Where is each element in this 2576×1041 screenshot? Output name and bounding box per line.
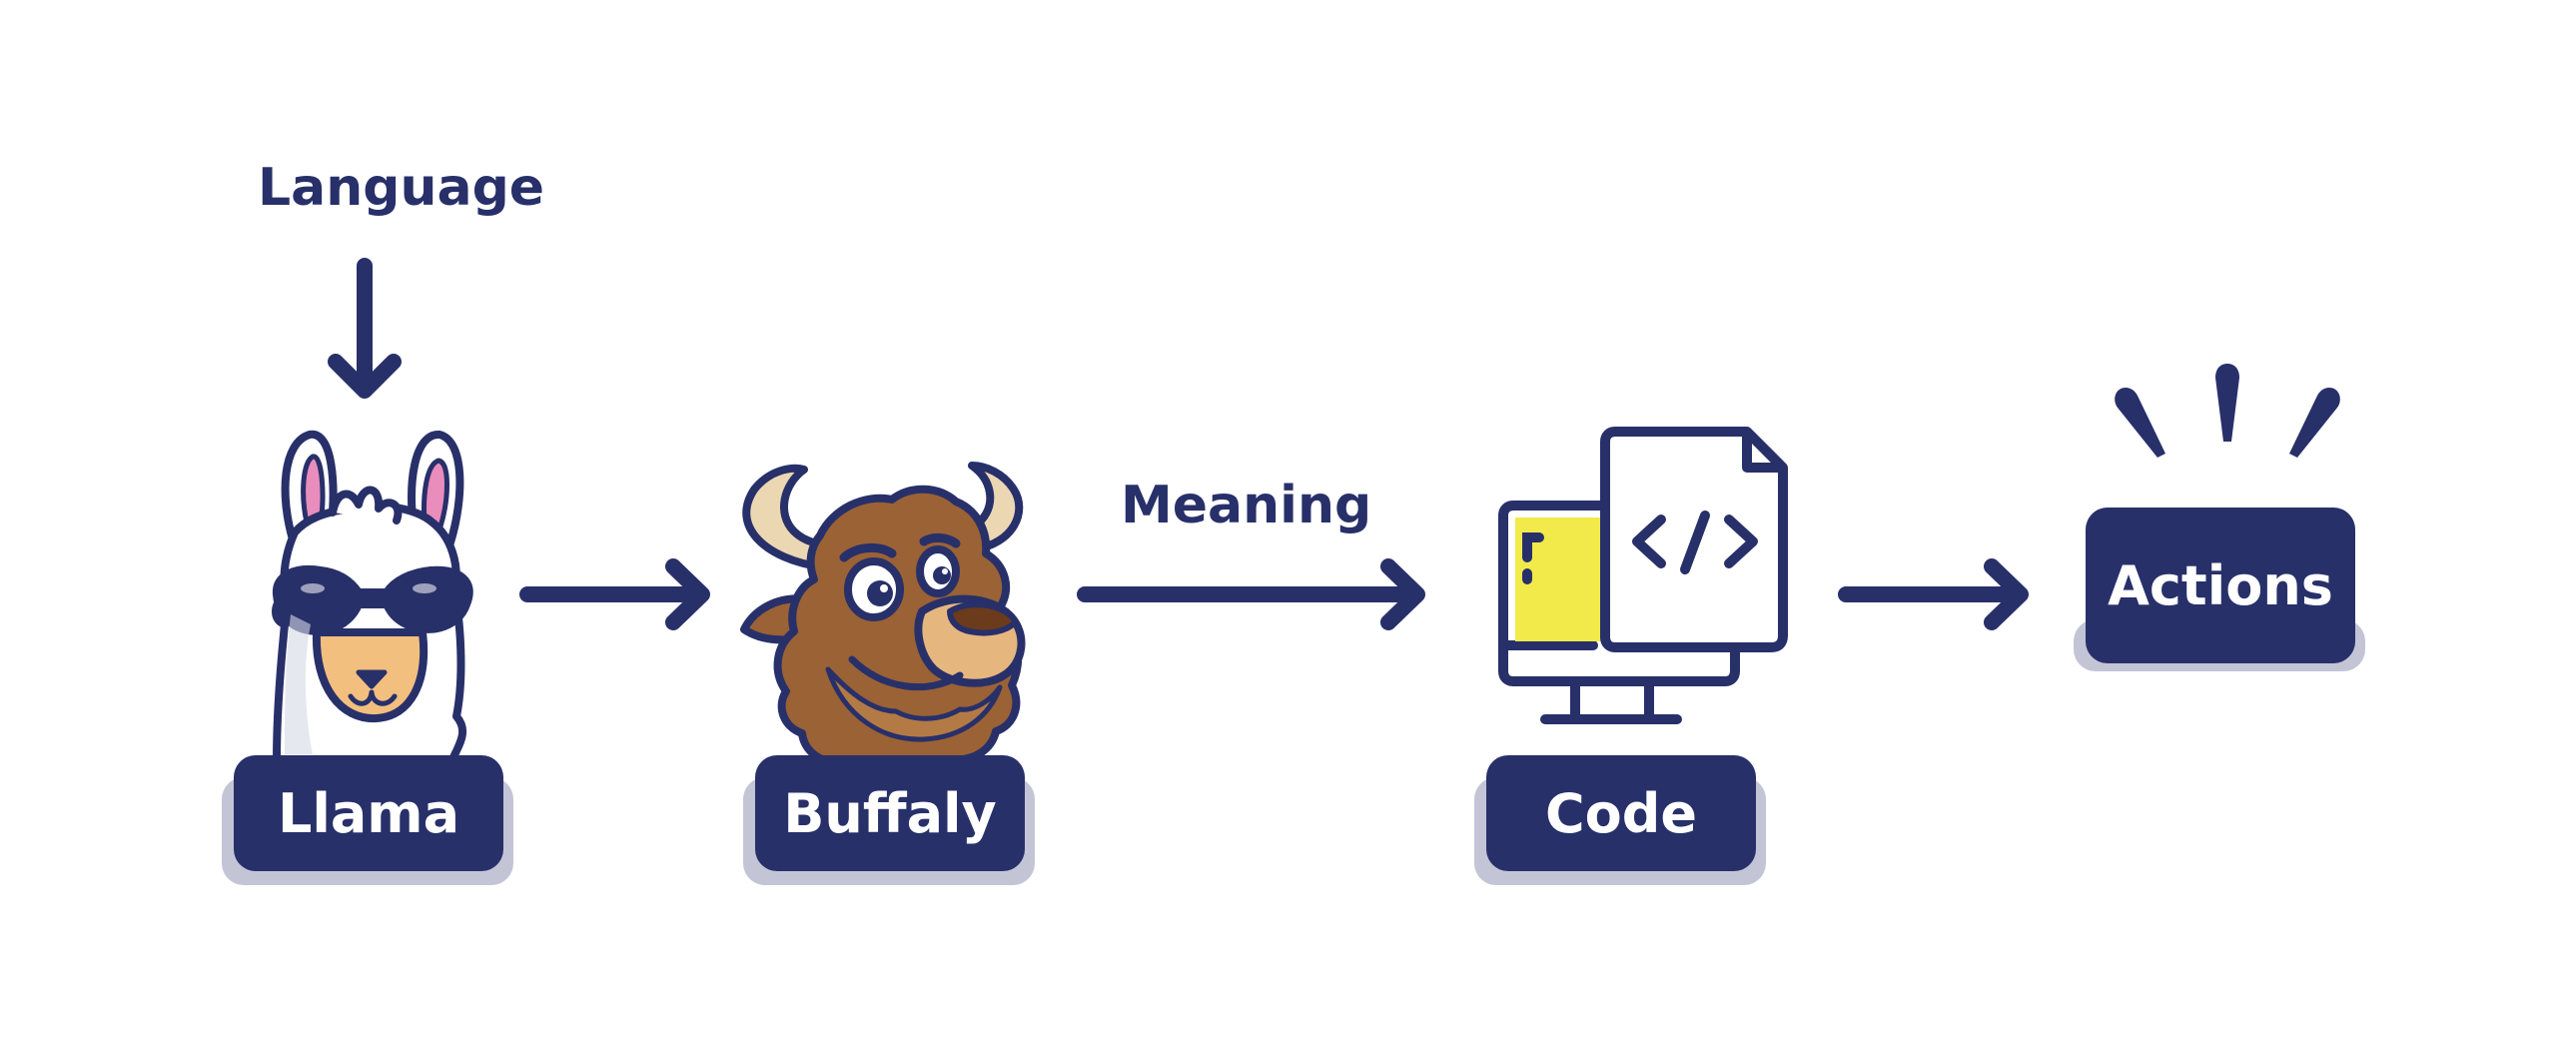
node-llama: Llama <box>222 755 513 885</box>
buffaly-label: Buffaly <box>755 755 1025 871</box>
language-label: Language <box>258 158 545 218</box>
node-actions: Actions <box>2074 508 2365 671</box>
bison-icon <box>740 462 1026 783</box>
meaning-label: Meaning <box>1121 476 1372 535</box>
llama-icon <box>272 430 473 763</box>
down-arrow-icon <box>328 258 402 399</box>
arrow-right-icon <box>519 558 710 630</box>
node-buffaly: Buffaly <box>743 755 1035 885</box>
llama-label: Llama <box>234 755 503 871</box>
arrow-right-icon <box>1838 558 2029 630</box>
arrow-right-icon <box>1077 558 1425 630</box>
burst-icon <box>2115 364 2340 458</box>
actions-label: Actions <box>2086 508 2355 663</box>
node-code: Code <box>1474 755 1766 885</box>
code-label: Code <box>1486 755 1756 871</box>
computer-code-icon <box>1498 427 1788 724</box>
